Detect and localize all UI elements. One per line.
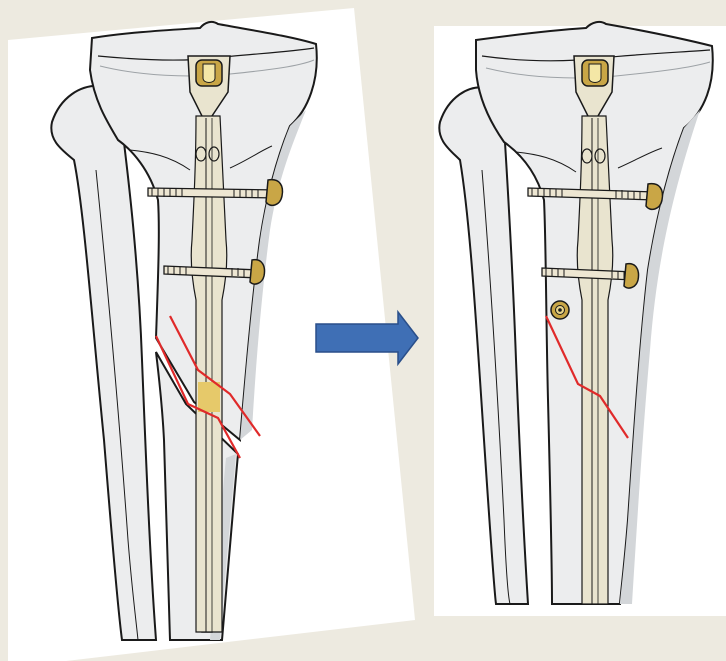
blocking-screw-icon — [551, 301, 569, 319]
before-fracture-gap — [198, 382, 220, 412]
after-panel — [434, 22, 726, 616]
